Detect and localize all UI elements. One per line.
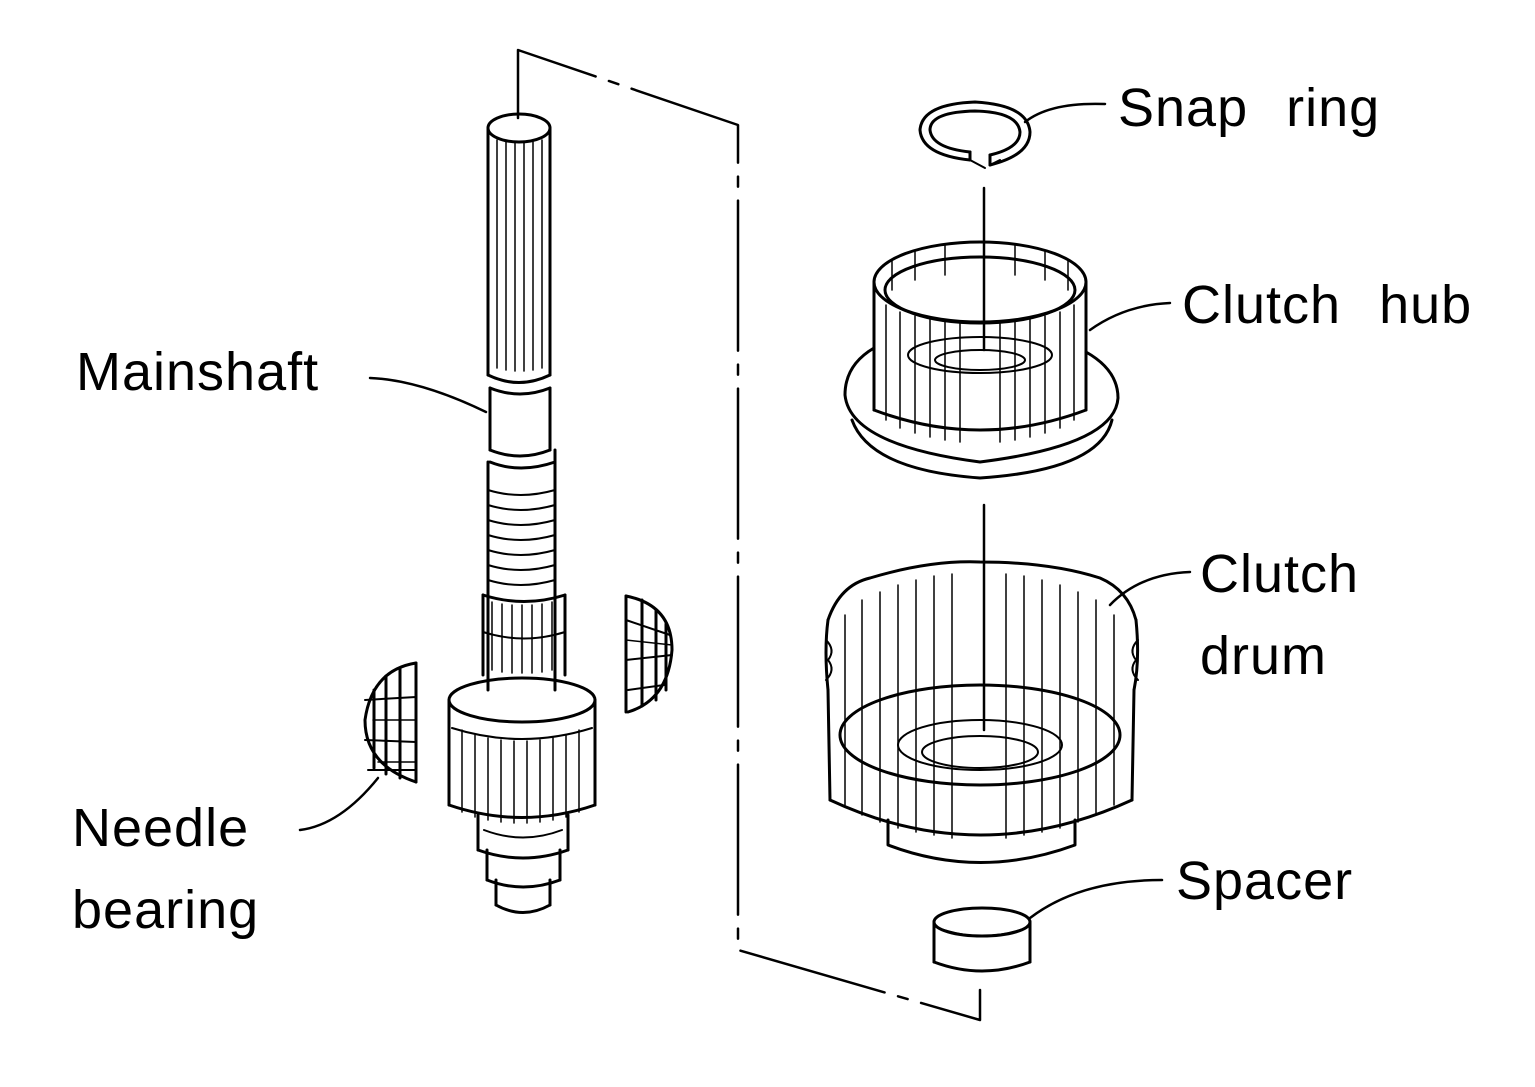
snap-ring-drawing [918, 100, 1032, 169]
assembly-centerline [516, 48, 986, 1022]
needle-bearing-label-line1: Needle [72, 798, 250, 858]
mainshaft-drawing [447, 112, 597, 914]
leader-lines [298, 102, 1192, 920]
needle-bearing-right [624, 594, 674, 714]
leader-spacer [1028, 878, 1164, 920]
needle-bearing-label-line2: bearing [72, 880, 260, 940]
needle-bearing-left [363, 661, 418, 784]
spacer-label: Spacer [1176, 851, 1354, 911]
clutch-drum-drawing [824, 560, 1140, 864]
clutch-hub-label: Clutch hub [1182, 275, 1473, 335]
clutch-drum-label-line1: Clutch [1200, 544, 1360, 604]
clutch-hub-drawing [843, 240, 1120, 480]
leader-clutch-drum [1108, 570, 1192, 607]
leader-mainshaft [368, 376, 488, 414]
leader-clutch-hub [1088, 301, 1172, 332]
clutch-drum-label-line2: drum [1200, 626, 1328, 686]
leader-snap-ring [1023, 102, 1107, 124]
spacer-drawing [932, 906, 1032, 973]
mainshaft-label: Mainshaft [76, 342, 320, 402]
snap-ring-label: Snap ring [1118, 78, 1381, 138]
leader-needle-bearing [298, 776, 380, 832]
